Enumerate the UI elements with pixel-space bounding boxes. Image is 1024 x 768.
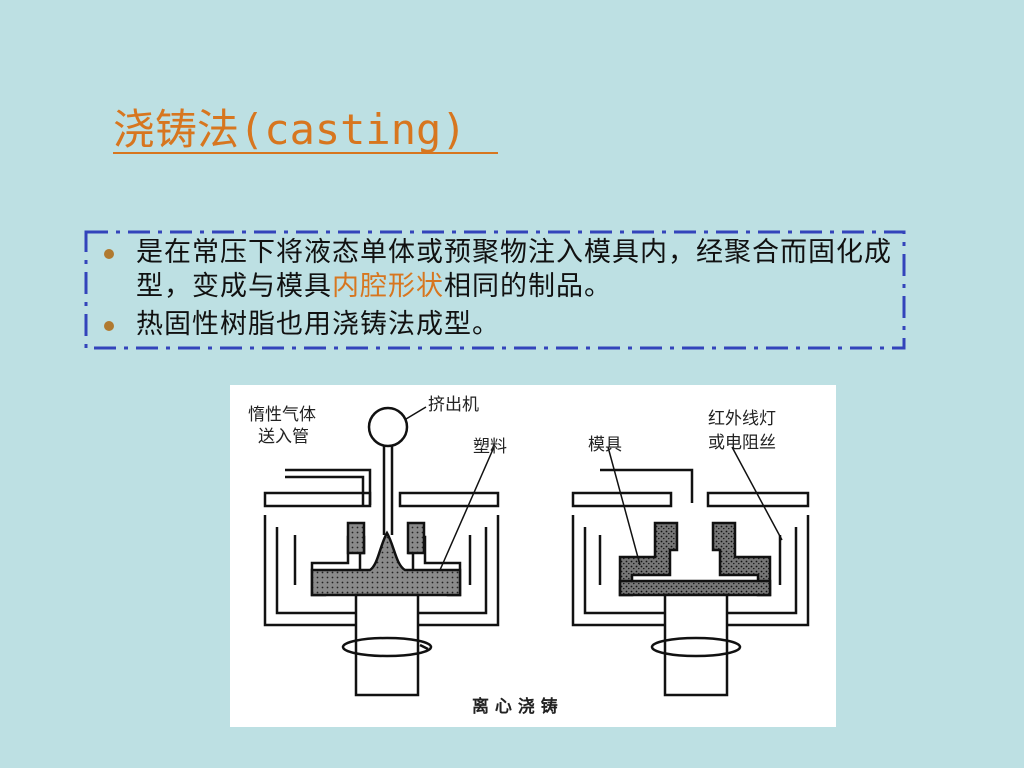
bullet-text-post: 相同的制品。 bbox=[444, 271, 612, 302]
label-gas-inlet-line1: 惰性气体 bbox=[248, 405, 316, 425]
label-heater-line2: 或电阻丝 bbox=[708, 433, 776, 453]
bullet-item-thermoset: 热固性树脂也用浇铸法成型。 bbox=[98, 308, 898, 342]
slide-title: 浇铸法(casting) bbox=[113, 105, 467, 154]
bullet-dot-icon bbox=[104, 321, 114, 331]
bullet-text-pre: 热固性树脂也用浇铸法成型。 bbox=[136, 309, 500, 340]
label-extruder: 挤出机 bbox=[428, 395, 479, 415]
figure-caption: 离 心 浇 铸 bbox=[472, 697, 558, 717]
bullet-item-definition: 是在常压下将液态单体或预聚物注入模具内，经聚合而固化成型，变成与模具内腔形状相同… bbox=[98, 236, 898, 304]
left-apparatus bbox=[263, 406, 500, 697]
bullet-box: 是在常压下将液态单体或预聚物注入模具内，经聚合而固化成型，变成与模具内腔形状相同… bbox=[84, 230, 906, 350]
title-underline bbox=[113, 152, 498, 154]
right-apparatus bbox=[571, 468, 810, 697]
bullet-text-pre: 是在常压下将液态单体或预聚物注入模具内，经聚合而固化成型，变成与模具 bbox=[136, 237, 892, 302]
label-gas-inlet-line2: 送入管 bbox=[258, 427, 309, 447]
casting-diagram bbox=[263, 406, 810, 697]
bullet-text-highlight: 内腔形状 bbox=[332, 271, 444, 302]
centrifugal-casting-figure: 惰性气体 送入管 挤出机 塑料 模具 红外线灯 或电阻丝 离 心 浇 铸 bbox=[230, 385, 836, 727]
label-mold: 模具 bbox=[588, 435, 622, 455]
leader-lines bbox=[405, 406, 783, 571]
label-heater-line1: 红外线灯 bbox=[708, 409, 776, 429]
dash-dot-frame bbox=[84, 230, 906, 350]
label-plastic: 塑料 bbox=[473, 437, 507, 457]
bullet-list: 是在常压下将液态单体或预聚物注入模具内，经聚合而固化成型，变成与模具内腔形状相同… bbox=[98, 236, 898, 346]
bullet-dot-icon bbox=[104, 249, 114, 259]
